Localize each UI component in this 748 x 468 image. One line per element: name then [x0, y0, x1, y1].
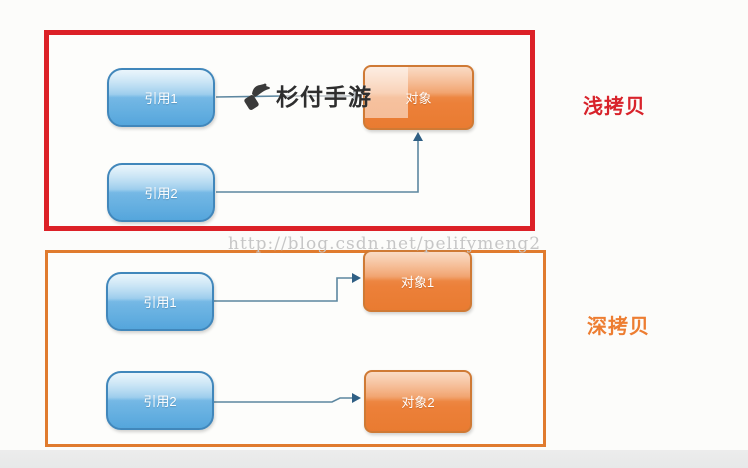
- object-node: 对象2: [364, 370, 472, 433]
- shallow-copy-label: 浅拷贝: [583, 96, 646, 118]
- reference-node: 引用2: [106, 371, 214, 430]
- reference-node: 引用1: [106, 272, 214, 331]
- reference-label: 引用2: [143, 394, 177, 409]
- brand-watermark: 杉付手游: [243, 78, 372, 112]
- object-node: 对象1: [363, 250, 472, 312]
- reference-label: 引用1: [143, 295, 177, 310]
- object-node: 对象: [363, 65, 474, 130]
- reference-label: 引用1: [144, 91, 178, 106]
- object-label: 对象2: [401, 395, 435, 410]
- hand-cursor-icon: [243, 79, 273, 111]
- reference-label: 引用2: [144, 186, 178, 201]
- brand-watermark-text: 杉付手游: [276, 84, 372, 110]
- deep-copy-label: 深拷贝: [587, 316, 650, 338]
- object-label: 对象1: [400, 274, 435, 290]
- page-bottom-strip: [0, 450, 748, 468]
- reference-node: 引用2: [107, 163, 215, 222]
- object-label: 对象: [405, 91, 432, 106]
- url-watermark: http://blog.csdn.net/pelifymeng2: [228, 234, 542, 254]
- reference-node: 引用1: [107, 68, 215, 127]
